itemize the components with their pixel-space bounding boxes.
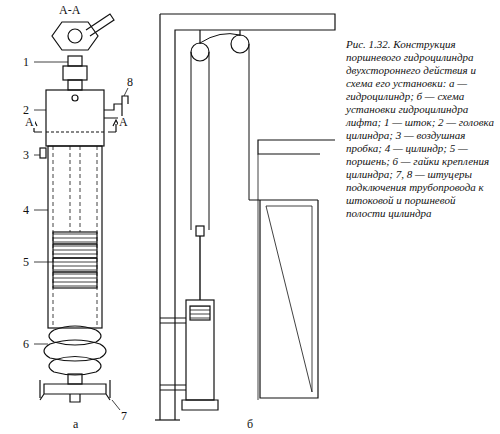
shaft-wall: [160, 14, 335, 420]
section-arrow: [34, 124, 116, 132]
pipe: [160, 318, 186, 323]
section-line: [46, 131, 104, 132]
section-letter: А: [24, 116, 35, 128]
cylinder-assembly: [40, 56, 128, 402]
leader-line: [34, 262, 53, 263]
leader-line: [34, 110, 46, 111]
leader-line: [34, 210, 48, 211]
rope: [200, 34, 249, 200]
pulley: [231, 35, 249, 53]
callout-number: 2: [22, 104, 30, 116]
fitting-7: [40, 380, 110, 402]
callout-number: 8: [126, 76, 134, 88]
nut: [44, 340, 106, 361]
lift-mechanism: [160, 30, 318, 410]
lift-car: [249, 200, 318, 398]
callout-number: 1: [22, 56, 30, 68]
section-letter: А: [118, 116, 129, 128]
shaft-line: [258, 154, 259, 400]
air-plug: [40, 148, 46, 158]
lift-piston: [190, 306, 210, 320]
rod-nut: [63, 66, 87, 80]
nut: [49, 357, 101, 376]
section-markers: [31, 120, 119, 132]
section-view: [52, 14, 114, 50]
head-mark: [72, 95, 78, 101]
callout-number: 5: [22, 256, 30, 268]
callout-number: 3: [22, 149, 30, 161]
piston-rings: [53, 244, 97, 272]
leader-line: [112, 400, 120, 410]
leader-line: [34, 62, 68, 63]
lift-cylinder: [186, 300, 214, 400]
pulley: [191, 43, 209, 61]
piston: [53, 232, 97, 288]
section-title: А-А: [58, 4, 81, 16]
lift-shaft: [155, 14, 335, 420]
arrow-head: [31, 120, 119, 126]
rod-end: [68, 80, 82, 90]
cylinder-head: [46, 90, 104, 146]
pipe: [160, 385, 186, 390]
car-frame: [266, 206, 312, 392]
rod-fitting: [68, 56, 82, 66]
callout-number: 7: [120, 410, 128, 422]
leader-line: [34, 155, 40, 156]
bore: [68, 29, 82, 43]
pit-floor: [155, 419, 180, 420]
leader-line: [124, 88, 128, 96]
rod: [70, 146, 80, 232]
rope: [191, 52, 209, 230]
section-fitting: [86, 14, 114, 36]
leader-lines: [34, 62, 128, 410]
bore-line: [53, 146, 97, 328]
cylinder-tube: [48, 146, 102, 328]
callout-number: 4: [22, 204, 30, 216]
bottom-stem: [68, 374, 82, 384]
landing-slab: [258, 140, 335, 154]
shaft-wall: [159, 14, 160, 420]
view-letter: б: [246, 418, 254, 430]
fitting-8: [104, 96, 128, 118]
figure-caption: Рис. 1.32. Конструкция поршневого гидроц…: [346, 38, 496, 220]
cylinder-base: [182, 400, 218, 410]
piston-rod: [199, 236, 200, 300]
leader-line: [34, 344, 48, 345]
view-letter: а: [72, 418, 79, 430]
callout-number: 6: [22, 338, 30, 350]
rod-head: [196, 226, 204, 236]
